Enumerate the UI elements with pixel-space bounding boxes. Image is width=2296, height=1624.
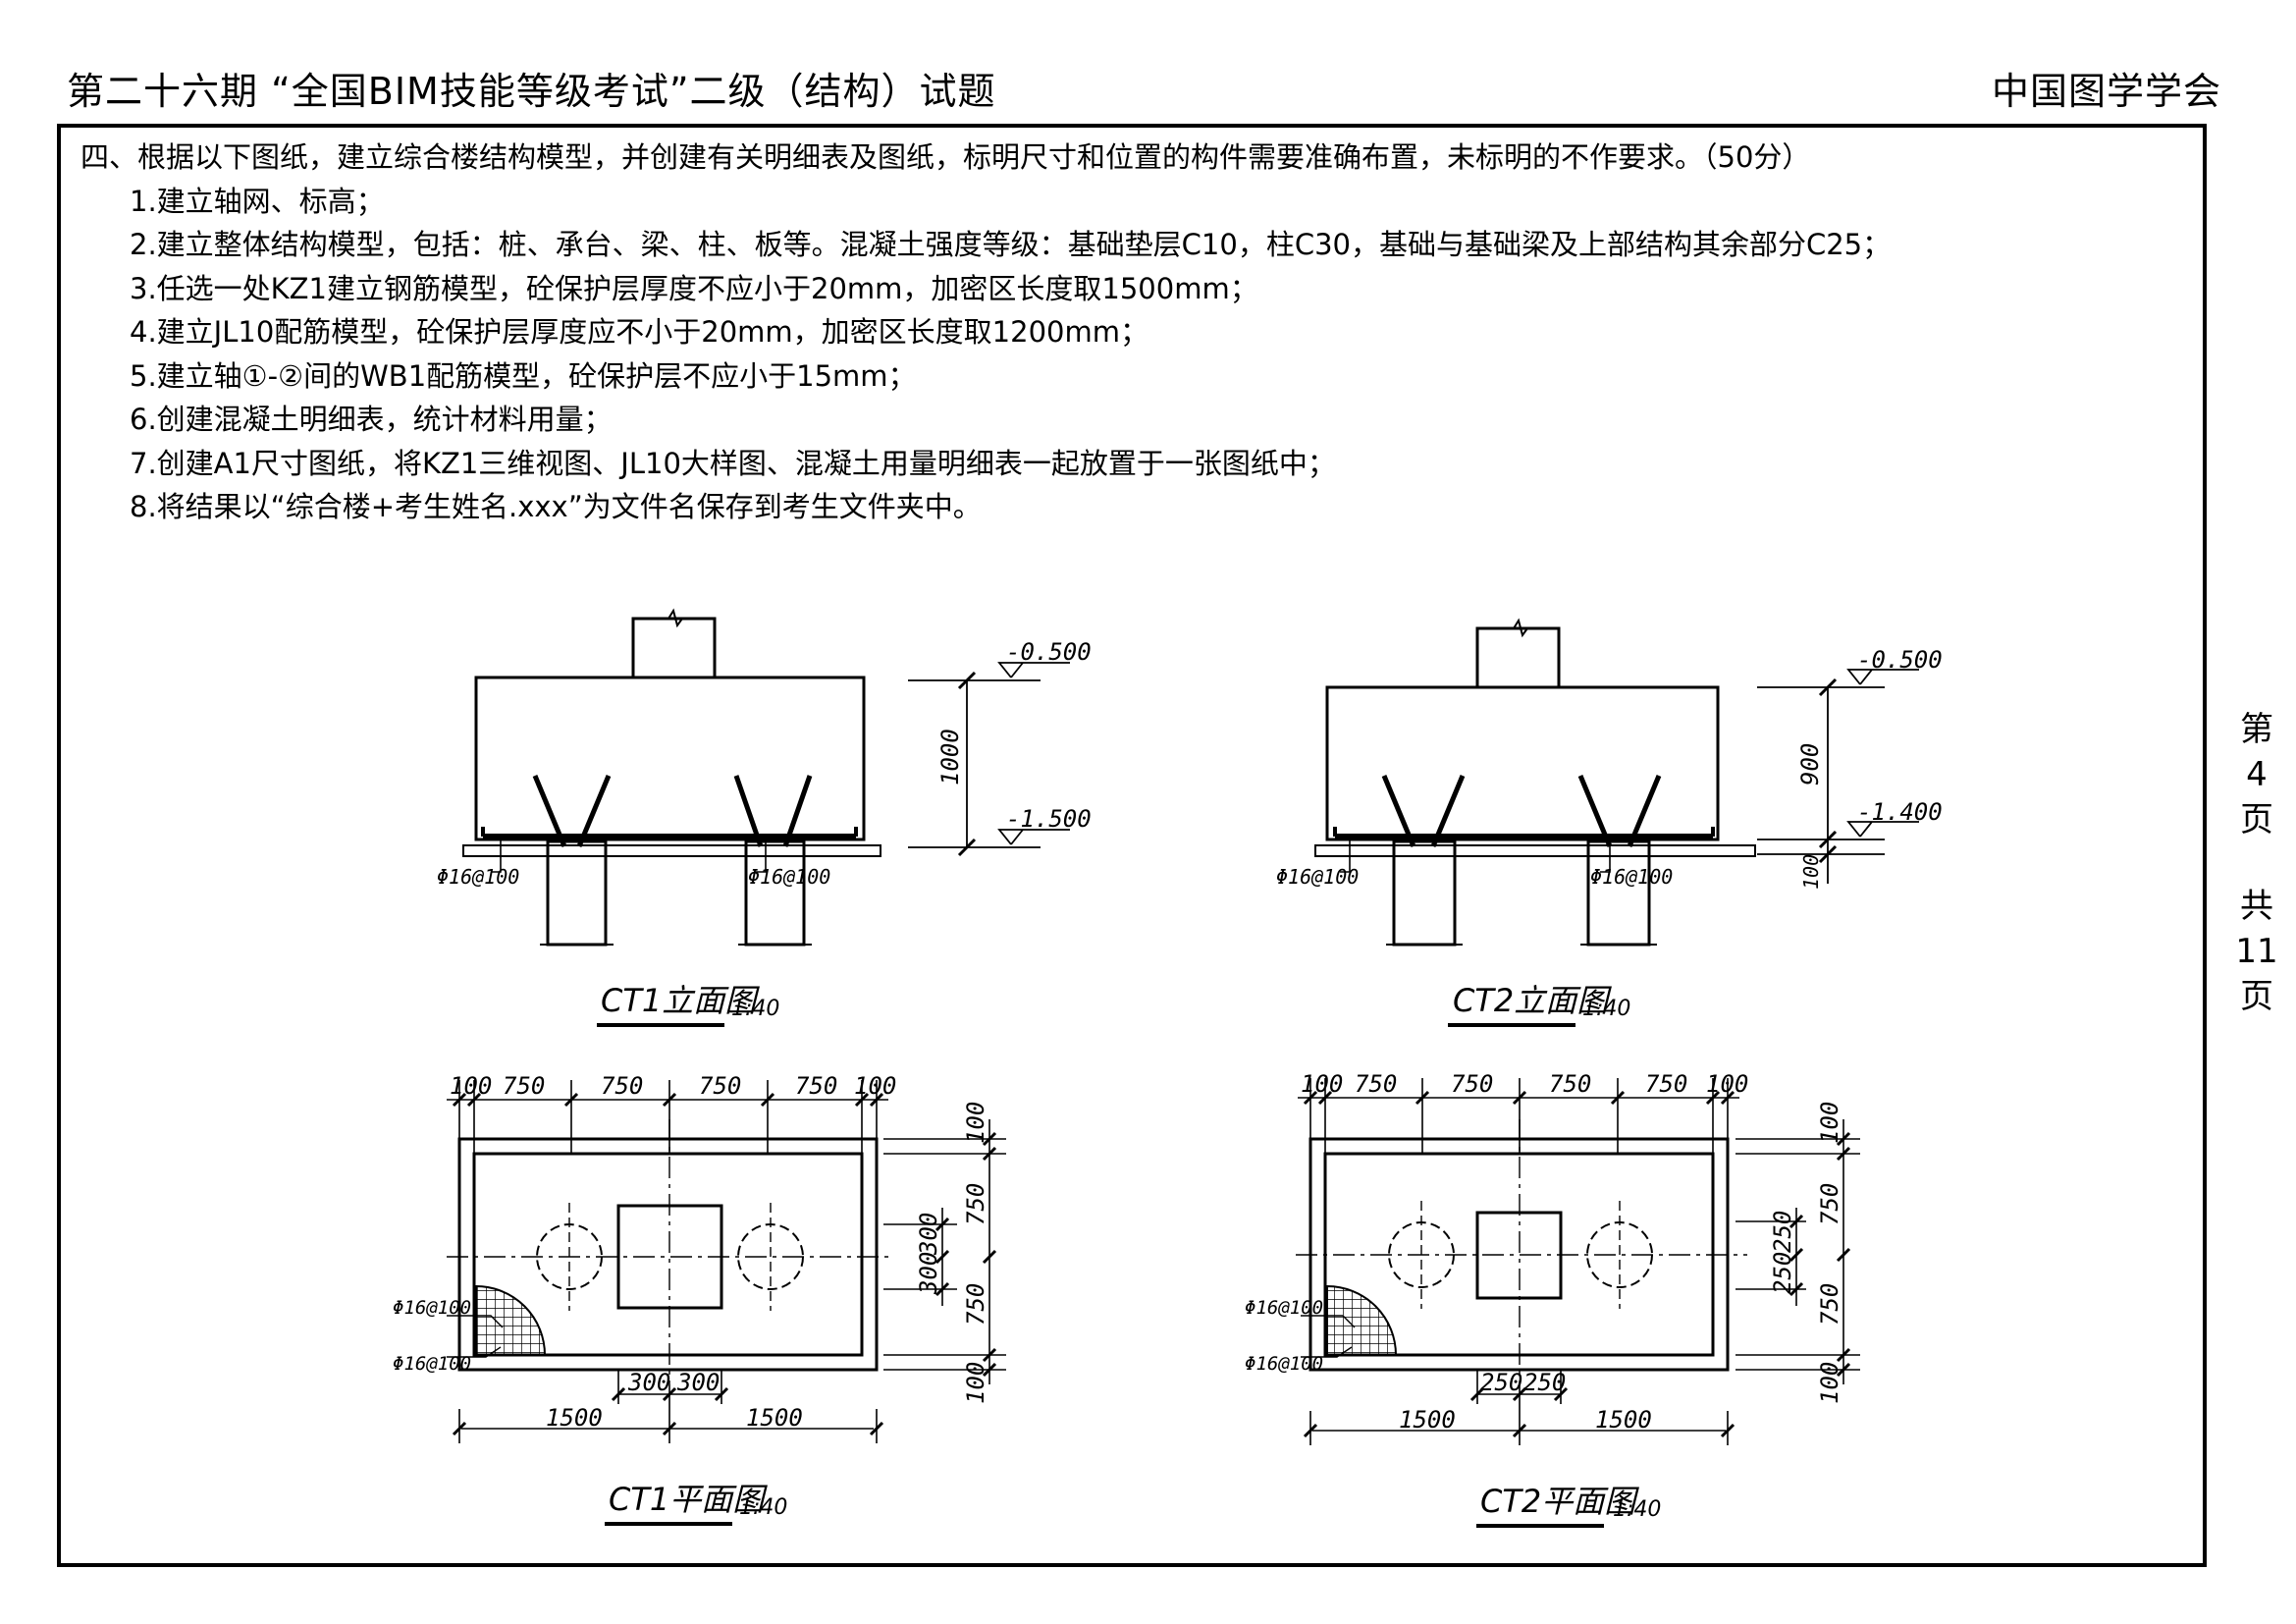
ct1-bottom-outer-dim: 1500 (546, 1404, 603, 1432)
ct1-right-dim: 300 (915, 1252, 942, 1295)
ct2-right-dim: 250 (1769, 1211, 1796, 1253)
ct2-right-dim: 750 (1816, 1183, 1843, 1225)
task-item: 5.建立轴①-②间的WB1配筋模型，砼保护层不应小于15mm； (130, 358, 917, 393)
ct2-cushion (1314, 844, 1756, 857)
ct1-column-stub (631, 617, 717, 677)
ct2-rebar-label-left: Φ16@100 (1276, 865, 1359, 889)
ct1-rebar-label-right: Φ16@100 (748, 865, 830, 889)
ct1-cap-outline (474, 676, 866, 841)
ct1-right-dim: 300 (915, 1213, 942, 1256)
ct1-elevation (462, 608, 1070, 947)
ct1-bottom-inner-dim: 300 (676, 1369, 720, 1396)
ct1-elevation-scale: 1:40 (731, 997, 779, 1021)
organization-name: 中国图学学会 (1991, 70, 2221, 113)
ct1-plan-cap (472, 1152, 864, 1357)
ct2-rebar-label-right: Φ16@100 (1590, 865, 1673, 889)
ct1-rebar-label-left: Φ16@100 (437, 865, 519, 889)
ct1-right-dim: 100 (962, 1362, 989, 1404)
total-label-char: 页 (2240, 977, 2273, 1016)
ct2-height-dim: 900 (1796, 743, 1824, 785)
ct1-plan-rebar-label: Φ16@100 (393, 1353, 471, 1375)
task-item: 2.建立整体结构模型，包括：桩、承台、梁、柱、板等。混凝土强度等级：基础垫层C1… (130, 228, 1892, 261)
ct1-level-bottom: -1.500 (1006, 805, 1092, 833)
ct2-right-dim: 250 (1769, 1252, 1796, 1294)
ct1-elevation-title: CT1立面图 (601, 982, 760, 1019)
ct2-elevation-scale: 1:40 (1582, 997, 1630, 1021)
ct2-pile-anchor-bars (1381, 775, 1662, 847)
ct2-bottom-outer-dim: 1500 (1595, 1406, 1652, 1434)
ct1-plan-rebar-label: Φ16@100 (393, 1297, 471, 1319)
ct2-elevation (1314, 618, 1919, 947)
ct2-right-dim: 100 (1816, 1102, 1843, 1144)
ct1-bottom-inner-dim: 300 (627, 1369, 670, 1396)
ct1-bottom-outer-dim: 1500 (746, 1404, 803, 1432)
ct2-plan-title: CT2平面图 (1480, 1483, 1639, 1520)
ct2-bottom-outer-dim: 1500 (1399, 1406, 1456, 1434)
ct1-height-dim: 1000 (936, 729, 964, 785)
ct1-plan-rebar-mesh (475, 1284, 547, 1356)
page-label-char: 页 (2240, 800, 2273, 839)
page-number-label: 第 4 页 (2227, 707, 2286, 842)
ct1-plan-title: CT1平面图 (609, 1481, 768, 1518)
ct2-top-dim: 750 (1355, 1070, 1397, 1098)
task-instructions: 四、根据以下图纸，建立综合楼结构模型，并创建有关明细表及图纸，标明尺寸和位置的构… (80, 135, 1891, 529)
task-item: 7.创建A1尺寸图纸，将KZ1三维视图、JL10大样图、混凝土用量明细表一起放置… (130, 446, 1336, 480)
ct1-top-dim: 100 (450, 1072, 492, 1100)
task-item: 3.任选一处KZ1建立钢筋模型，砼保护层厚度不应小于20mm，加密区长度取150… (130, 271, 1258, 305)
ct2-bottom-inner-dim: 250 (1523, 1369, 1566, 1396)
ct2-plan (1296, 1078, 1860, 1445)
ct1-top-dim: 750 (601, 1072, 643, 1100)
ct1-right-dim: 750 (962, 1283, 989, 1326)
ct2-plan-rebar-label: Φ16@100 (1245, 1297, 1323, 1319)
ct1-plan-outer (457, 1137, 879, 1372)
ct1-right-dim: 100 (962, 1102, 989, 1144)
ct2-top-dim: 750 (1451, 1070, 1493, 1098)
ct1-level-top: -0.500 (1006, 638, 1092, 666)
ct2-plan-scale: 1:40 (1613, 1497, 1661, 1522)
ct2-elevation-title: CT2立面图 (1453, 982, 1612, 1019)
drawing-frame (57, 124, 2207, 1567)
ct1-top-dim: 750 (503, 1072, 545, 1100)
ct2-cap-outline (1325, 685, 1720, 841)
ct1-cushion (462, 844, 881, 857)
ct1-plan (447, 1080, 1006, 1443)
ct2-level-top: -0.500 (1857, 646, 1943, 674)
ct2-right-dim: 750 (1816, 1283, 1843, 1326)
task-item: 4.建立JL10配筋模型，砼保护层厚度应不小于20mm，加密区长度取1200mm… (130, 315, 1148, 349)
ct2-plan-rebar-label: Φ16@100 (1245, 1353, 1323, 1375)
ct2-level-bottom: -1.400 (1857, 798, 1943, 826)
ct2-plan-rebar-mesh (1326, 1284, 1398, 1356)
page-total-label: 共 11 页 (2227, 884, 2286, 1019)
ct1-right-dim: 750 (962, 1183, 989, 1225)
total-label-char: 共 (2240, 887, 2273, 926)
task-item: 6.创建混凝土明细表，统计材料用量； (130, 403, 613, 436)
task-item: 8.将结果以“综合楼+考生姓名.xxx”为文件名保存到考生文件夹中。 (130, 490, 982, 523)
ct2-pad-dim: 100 (1799, 854, 1823, 890)
ct2-right-dim: 100 (1816, 1362, 1843, 1404)
ct1-top-dim: 750 (699, 1072, 741, 1100)
ct2-top-dim: 100 (1301, 1070, 1343, 1098)
ct2-top-dim: 750 (1645, 1070, 1687, 1098)
page-label-number: 4 (2246, 755, 2268, 794)
exam-title: 第二十六期 “全国BIM技能等级考试”二级（结构）试题 (67, 70, 996, 113)
task-item: 1.建立轴网、标高； (130, 184, 385, 218)
ct2-top-dim: 750 (1549, 1070, 1591, 1098)
ct2-column-stub (1475, 626, 1561, 687)
page-label-char: 第 (2240, 710, 2273, 749)
ct1-top-dim: 750 (795, 1072, 837, 1100)
ct2-top-dim: 100 (1706, 1070, 1748, 1098)
ct2-bottom-inner-dim: 250 (1480, 1369, 1522, 1396)
ct1-top-dim: 100 (854, 1072, 896, 1100)
total-label-number: 11 (2235, 932, 2278, 971)
ct1-pile-anchor-bars (532, 775, 813, 847)
ct1-plan-scale: 1:40 (739, 1495, 787, 1520)
task-intro: 四、根据以下图纸，建立综合楼结构模型，并创建有关明细表及图纸，标明尺寸和位置的构… (80, 140, 1811, 174)
